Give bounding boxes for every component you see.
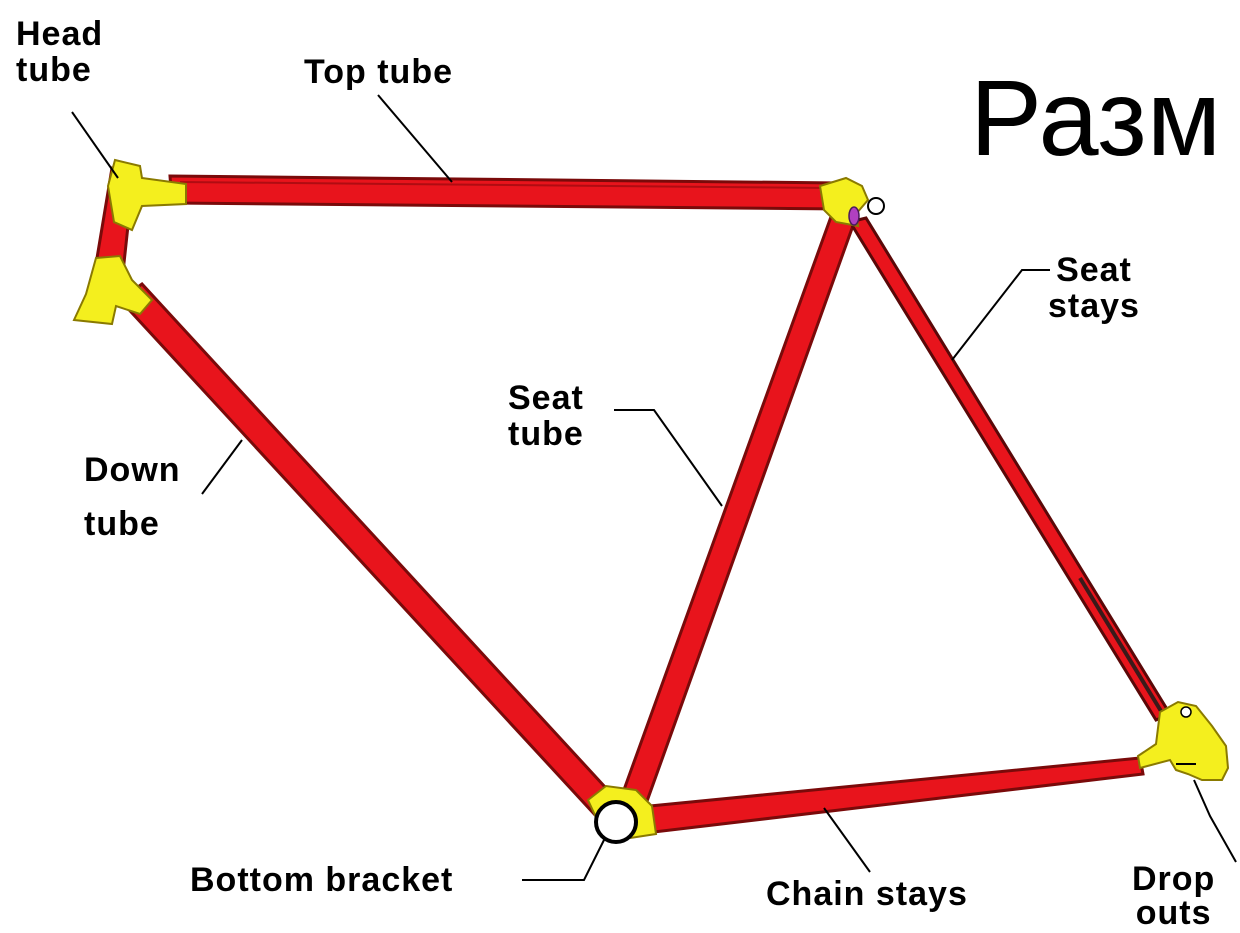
label-down-tube-line2: tube: [84, 505, 160, 543]
label-down-tube-line1: Down: [84, 451, 181, 489]
leader-lines: [71, 94, 1237, 881]
head-tube-lug: [72, 158, 187, 326]
label-drop-outs-line2: outs: [1135, 894, 1212, 932]
leader-down-tube: [201, 439, 243, 495]
leader-seat-tube: [614, 409, 723, 507]
label-head-tube-line1: Head: [16, 15, 104, 53]
leader-head-tube: [71, 111, 119, 179]
seat-tube: [619, 212, 857, 806]
seat-lug: [818, 176, 885, 228]
label-seat-tube-line2: tube: [508, 415, 584, 453]
label-head-tube: Head tube: [16, 16, 103, 88]
label-seat-stays-line1: Seat: [1056, 251, 1132, 289]
label-seat-tube: Seat tube: [508, 380, 584, 452]
chain-stays: [648, 756, 1145, 834]
leader-bottom-bracket: [522, 839, 605, 881]
leader-chain-stays: [823, 807, 871, 873]
label-bottom-bracket: Bottom bracket: [190, 861, 454, 899]
label-drop-outs: Drop outs: [1132, 862, 1215, 930]
slide-title: Разм: [970, 57, 1222, 178]
drop-out: [1136, 700, 1230, 781]
leader-top-tube: [377, 94, 453, 183]
label-seat-tube-line1: Seat: [508, 379, 584, 417]
label-head-tube-line2: tube: [16, 51, 92, 89]
down-tube: [117, 282, 620, 819]
leader-drop-outs: [1193, 779, 1237, 863]
bottom-bracket-lug: [586, 784, 658, 844]
top-tube: [168, 174, 844, 211]
label-seat-stays-line2: stays: [1048, 287, 1140, 325]
leader-seat-stays: [951, 269, 1050, 361]
label-drop-outs-line1: Drop: [1132, 860, 1216, 898]
label-down-tube: Down tube: [84, 452, 181, 542]
label-seat-stays: Seat stays: [1048, 252, 1140, 324]
label-top-tube: Top tube: [304, 53, 453, 91]
label-chain-stays: Chain stays: [766, 875, 968, 913]
